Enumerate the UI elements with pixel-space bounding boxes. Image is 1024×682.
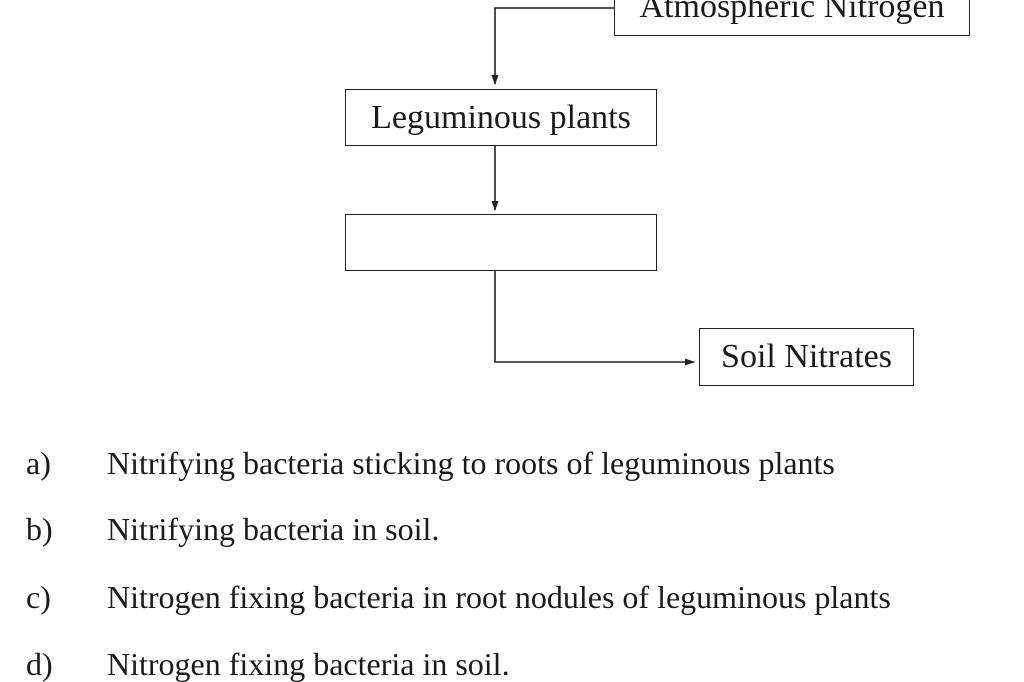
atmospheric-nitrogen-box: Atmospheric Nitrogen — [614, 0, 970, 36]
atmospheric-nitrogen-label: Atmospheric Nitrogen — [639, 0, 945, 25]
option-a-letter: a) — [26, 445, 51, 481]
option-d-letter: d) — [26, 646, 53, 682]
option-c-letter: c) — [26, 579, 51, 615]
soil-nitrates-box: Soil Nitrates — [699, 328, 914, 386]
leguminous-plants-box: Leguminous plants — [345, 89, 657, 146]
leguminous-plants-label: Leguminous plants — [371, 98, 631, 136]
soil-nitrates-label: Soil Nitrates — [721, 338, 892, 375]
arrow-atmospheric-to-leguminous — [491, 7, 614, 85]
blank-answer-box — [345, 214, 657, 271]
option-d-text: Nitrogen fixing bacteria in soil. — [107, 646, 510, 682]
arrow-blank-to-soil — [494, 271, 695, 366]
option-a-text: Nitrifying bacteria sticking to roots of… — [107, 445, 835, 481]
option-b-letter: b) — [26, 511, 53, 547]
option-c-text: Nitrogen fixing bacteria in root nodules… — [107, 579, 891, 615]
option-b-text: Nitrifying bacteria in soil. — [107, 511, 440, 547]
